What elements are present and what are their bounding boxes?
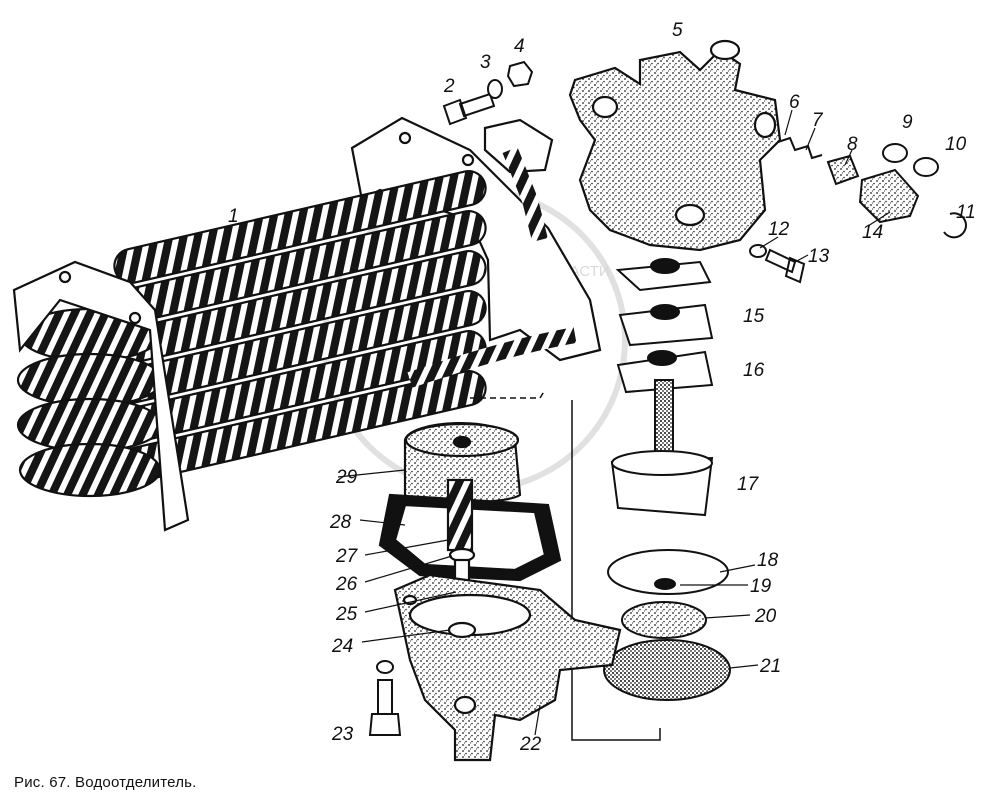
callout-29: 29 xyxy=(335,467,358,488)
part-17-spring-cup xyxy=(610,379,714,517)
callout-7: 7 xyxy=(812,110,824,131)
ring-18 xyxy=(607,549,729,595)
callout-16: 16 xyxy=(743,360,765,381)
parts-18-to-21-disk-stack xyxy=(603,549,731,701)
callout-23: 23 xyxy=(331,724,354,745)
outlet-pipe xyxy=(407,327,577,388)
part-1-coil-assembly xyxy=(12,116,602,532)
figure-caption: Рис. 67. Водоотделитель. xyxy=(14,774,197,791)
washer-12 xyxy=(749,244,767,258)
callout-17: 17 xyxy=(737,474,760,495)
leader-lines xyxy=(337,109,891,736)
callout-13: 13 xyxy=(808,246,830,267)
callout-8: 8 xyxy=(847,134,858,155)
parts-24-to-29-lower-housing xyxy=(378,422,622,762)
callout-25: 25 xyxy=(335,604,358,625)
washer-24 xyxy=(447,621,477,639)
washer-3 xyxy=(487,79,503,99)
callout-2: 2 xyxy=(443,76,455,97)
callout-5: 5 xyxy=(672,20,683,41)
coil-end-loops xyxy=(16,307,164,498)
callout-9: 9 xyxy=(902,112,913,133)
callout-22: 22 xyxy=(519,734,542,755)
bolt-13 xyxy=(764,248,806,284)
callout-6: 6 xyxy=(789,92,800,113)
callout-28: 28 xyxy=(329,512,352,533)
ring-9 xyxy=(882,143,908,163)
callout-24: 24 xyxy=(331,636,353,657)
callout-15: 15 xyxy=(743,306,765,327)
part-5-valve-body xyxy=(568,39,782,252)
part-23-bolt xyxy=(368,660,402,736)
callout-27: 27 xyxy=(335,546,359,567)
bolt-2 xyxy=(442,92,496,126)
callout-10: 10 xyxy=(945,134,967,155)
parts-6-to-14-valve-components xyxy=(749,136,967,284)
callout-14: 14 xyxy=(862,222,883,243)
spring-7 xyxy=(777,136,823,160)
inlet-pipe xyxy=(502,147,548,242)
membrane-21 xyxy=(603,639,731,701)
valve-8 xyxy=(826,154,860,186)
callout-4: 4 xyxy=(514,36,525,57)
callout-1: 1 xyxy=(228,206,239,227)
nut-4 xyxy=(506,60,534,88)
callout-3: 3 xyxy=(480,52,491,73)
callout-12: 12 xyxy=(768,219,790,240)
circlip-11 xyxy=(943,212,967,239)
callout-21: 21 xyxy=(759,656,781,677)
plate-20 xyxy=(621,601,707,639)
parts-15-16-diaphragms xyxy=(615,258,714,394)
coil-tubes xyxy=(113,169,487,485)
front-bracket-plate xyxy=(12,260,190,532)
callout-numbers: 1 2 3 4 5 6 7 8 9 10 11 12 13 14 15 16 1… xyxy=(228,20,976,755)
washer-19 xyxy=(654,578,676,590)
callout-19: 19 xyxy=(750,576,772,597)
spring-27 xyxy=(446,478,474,552)
callout-26: 26 xyxy=(335,574,358,595)
inlet-flange xyxy=(483,118,554,174)
seat-14 xyxy=(858,168,920,224)
callout-20: 20 xyxy=(754,606,777,627)
ring-10 xyxy=(913,157,939,177)
callout-18: 18 xyxy=(757,550,779,571)
callout-11: 11 xyxy=(956,202,976,223)
parts-2-3-4-bolt-washer-nut xyxy=(442,60,534,126)
assembly-guide-lines xyxy=(470,389,661,741)
